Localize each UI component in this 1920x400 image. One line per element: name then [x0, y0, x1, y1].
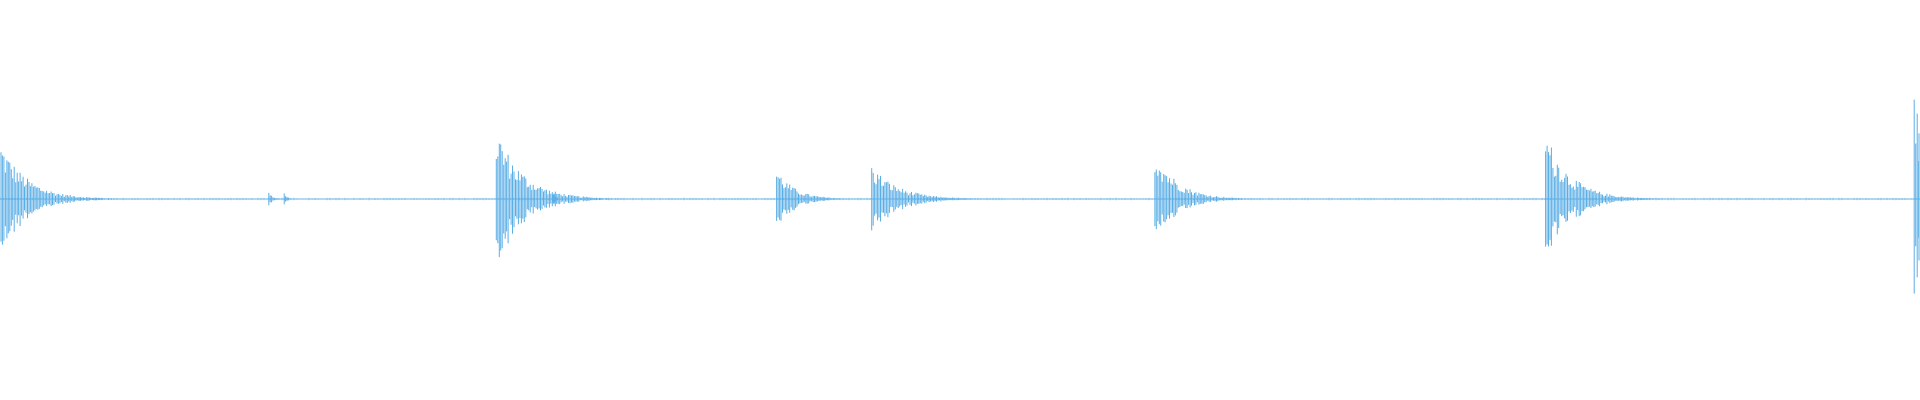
waveform-transients — [0, 99, 1920, 294]
waveform-transient — [776, 176, 862, 221]
waveform-transient — [1545, 145, 1665, 247]
waveform-transient — [1154, 169, 1261, 230]
waveform-transient — [283, 193, 296, 205]
waveform-transient — [552, 194, 565, 203]
waveform-transient — [1913, 99, 1920, 294]
waveform-transient — [495, 143, 624, 258]
waveform-transient — [0, 152, 129, 245]
waveform-transient — [871, 168, 999, 231]
